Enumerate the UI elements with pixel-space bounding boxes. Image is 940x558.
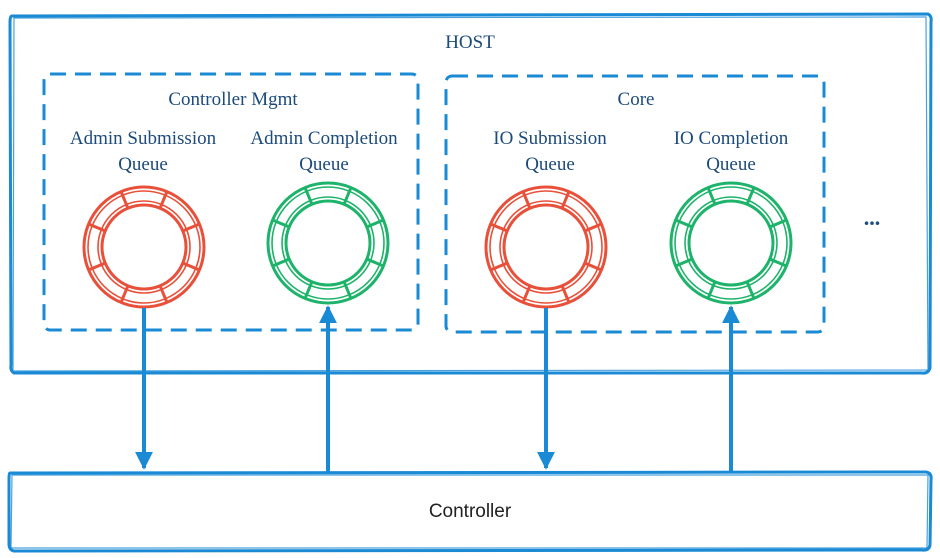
controller-box: Controller [7,470,933,553]
ring-segment-divider [560,285,571,304]
queue-label-admin-completion-line2: Queue [299,154,349,175]
arrows [135,305,740,473]
ring-segment-divider [342,186,353,205]
ring-admin-submission-queue [82,185,206,309]
ring-segment-divider [87,222,106,233]
controller-mgmt-group: Controller Mgmt Admin Submission Queue A… [42,72,420,332]
ring-segment-divider [303,281,314,300]
queue-label-io-submission-line1: IO Submission [493,128,607,149]
host-label: HOST [445,32,495,53]
queue-label-io-completion-line2: Queue [706,154,756,175]
ring-segment-divider [706,186,717,205]
ring-segment-divider [271,218,290,229]
ring-segment-divider [119,285,130,304]
ring-segment-divider [366,257,385,268]
ring-segment-divider [584,222,603,233]
core-group: Core IO Submission Queue IO Completion Q… [444,74,826,334]
ring-segment-divider [342,281,353,300]
ring-segment-divider [158,285,169,304]
ring-segment-divider [489,222,508,233]
queue-label-admin-submission-line2: Queue [118,154,168,175]
ring-io-completion-queue [669,181,793,305]
ring-segment-divider [271,257,290,268]
ring-segment-divider [745,281,756,300]
ring-segment-divider [158,190,169,209]
ring-segment-divider [560,190,571,209]
ring-segment-divider [745,186,756,205]
ring-segment-divider [303,186,314,205]
ring-segment-divider [674,218,693,229]
ring-segment-divider [769,218,788,229]
queue-label-io-completion-line1: IO Completion [674,128,789,149]
queue-label-admin-submission-line1: Admin Submission [70,128,217,149]
ring-segment-divider [584,261,603,272]
group-label-controller-mgmt: Controller Mgmt [168,89,298,110]
queue-label-io-submission-line2: Queue [525,154,575,175]
ring-segment-divider [769,257,788,268]
ring-segment-divider [521,285,532,304]
ring-io-submission-queue [484,185,608,309]
ring-admin-completion-queue [266,181,390,305]
ring-segment-divider [706,281,717,300]
ring-segment-divider [182,222,201,233]
ring-segment-divider [87,261,106,272]
ring-segment-divider [489,261,508,272]
more-queues-ellipsis: ... [864,205,881,230]
controller-label: Controller [429,501,512,522]
group-label-core: Core [618,89,655,110]
ring-segment-divider [521,190,532,209]
ring-segment-divider [119,190,130,209]
ring-segment-divider [366,218,385,229]
host-box: HOST [8,12,933,375]
ring-segment-divider [674,257,693,268]
queue-label-admin-completion-line1: Admin Completion [250,128,398,149]
ring-segment-divider [182,261,201,272]
